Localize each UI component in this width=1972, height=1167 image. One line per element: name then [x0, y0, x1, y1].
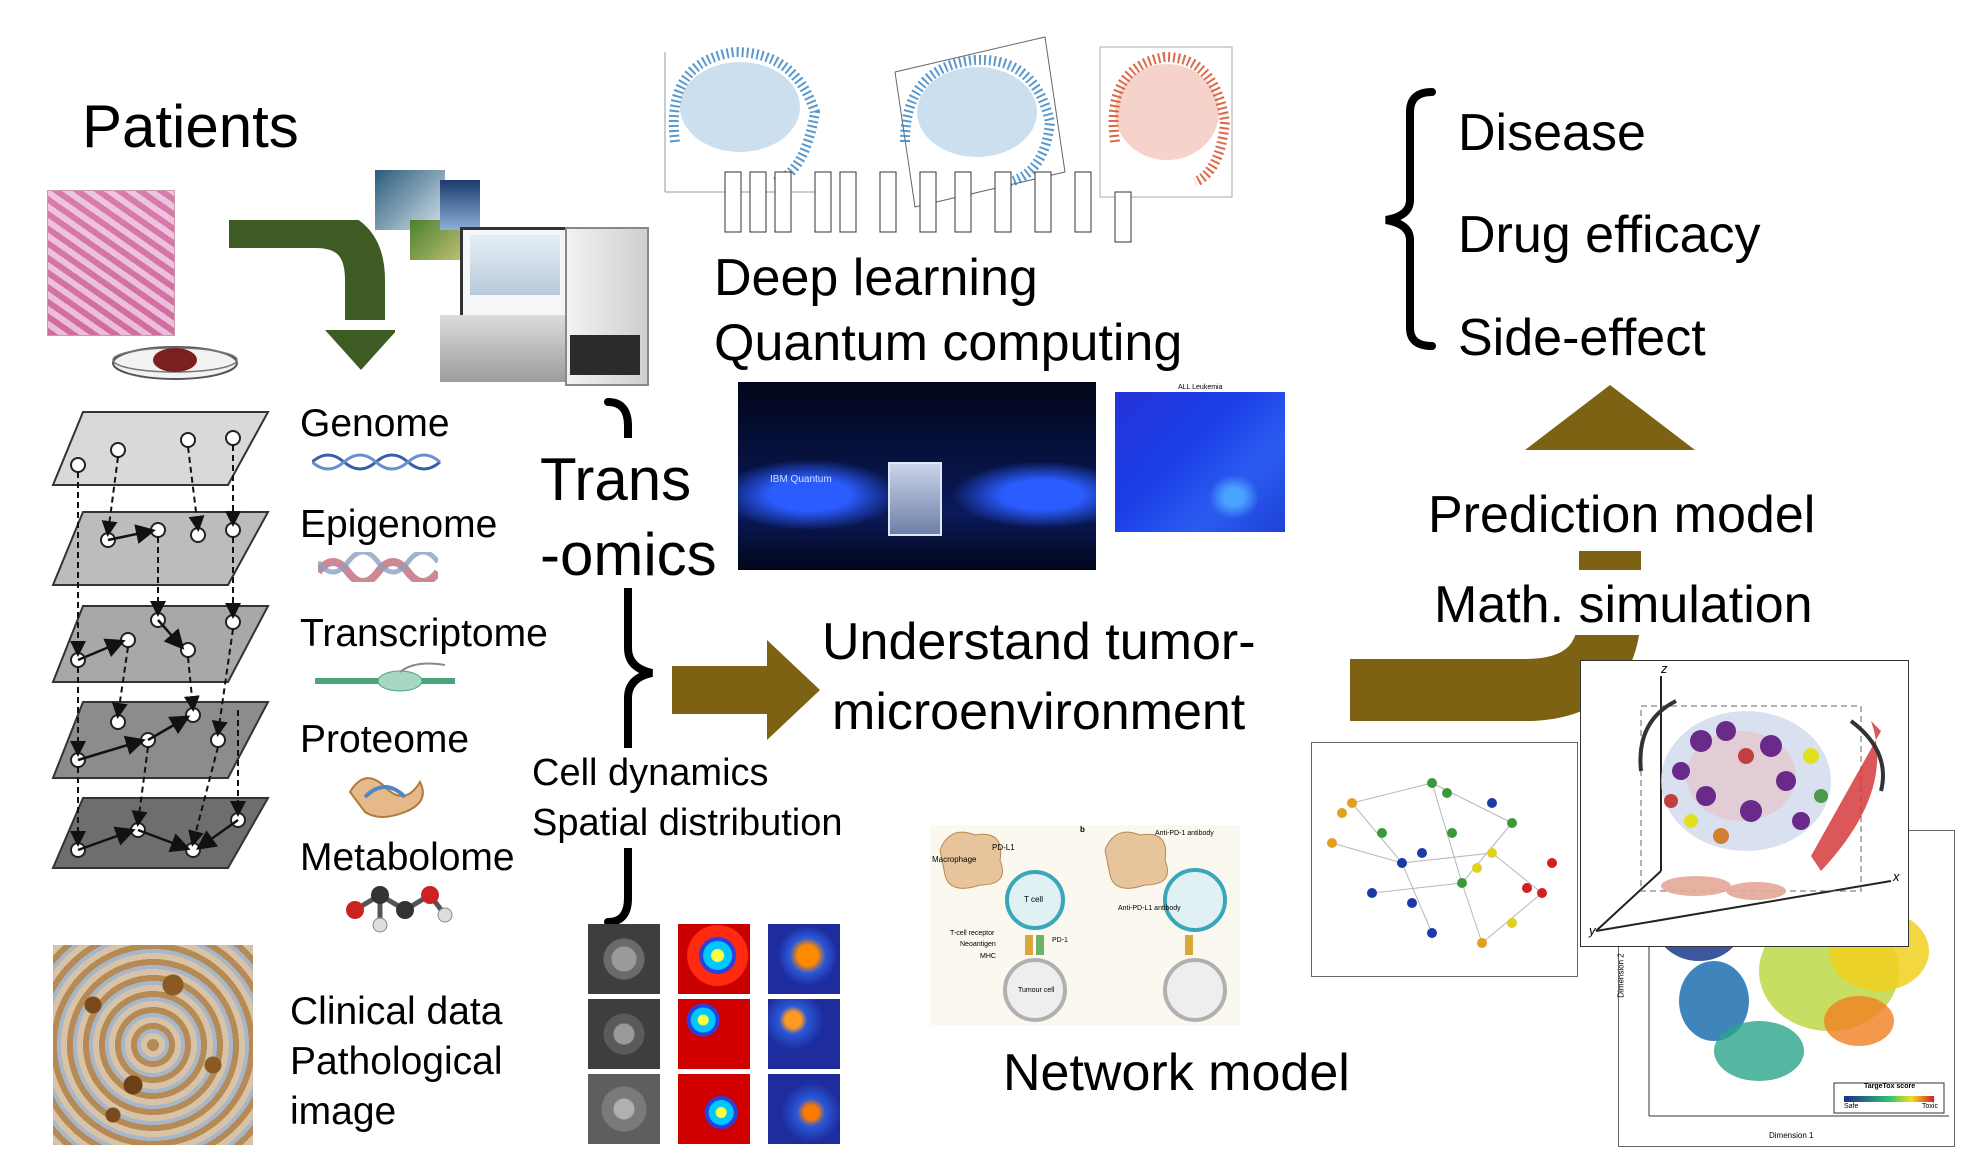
- pd1-immunology-figure: Macrophage PD-L1 T cell T-cell receptor …: [930, 825, 1240, 1025]
- olive-arrow-right: [672, 640, 820, 740]
- layer-3: [51, 605, 270, 683]
- ibm-quantum-label: IBM Quantum: [770, 474, 832, 485]
- blue-scatter-2: [894, 36, 1066, 208]
- targetox-safe: Safe: [1844, 1103, 1859, 1110]
- network-layer-boxes: [724, 171, 1132, 243]
- layer-5: [51, 797, 270, 869]
- trans-omics-brace: [604, 398, 653, 926]
- pathology-ihc-image: [53, 945, 253, 1145]
- panel-b-label: b: [1080, 825, 1085, 834]
- transcription-icon: [315, 662, 455, 692]
- pdl1-label: PD-L1: [992, 843, 1015, 852]
- molecule-icon: [346, 886, 453, 933]
- cell-image-grid: [588, 924, 843, 1144]
- anti-pd1-label: Anti-PD-1 antibody: [1155, 830, 1214, 837]
- understand-line-2: microenvironment: [832, 683, 1246, 741]
- math-simulation-label: Math. simulation: [1434, 576, 1813, 634]
- clinical-line-1: Clinical data: [290, 990, 503, 1033]
- spatial-distribution-label: Spatial distribution: [532, 802, 843, 844]
- outcome-disease: Disease: [1458, 104, 1646, 162]
- anti-pdl1-label: Anti-PD-L1 antibody: [1118, 905, 1181, 912]
- network-graph: [1327, 778, 1557, 948]
- epigenome-label: Epigenome: [300, 503, 498, 546]
- layer-4: [51, 701, 270, 779]
- pd1-label: PD-1: [1052, 937, 1068, 944]
- protein-structure-icon: [348, 777, 424, 818]
- green-curved-arrow: [229, 220, 395, 370]
- quantum-computing-label: Quantum computing: [714, 314, 1183, 372]
- ibm-quantum-photo: IBM Quantum: [738, 382, 1096, 570]
- tissue-histology-image: [47, 190, 175, 336]
- tcr-label: T-cell receptor: [950, 930, 995, 937]
- deep-learning-label: Deep learning: [714, 249, 1038, 307]
- transcriptome-label: Transcriptome: [300, 612, 548, 655]
- outcome-side-effect: Side-effect: [1458, 309, 1706, 367]
- heatmap-title: ALL Leukemia: [1178, 384, 1223, 391]
- deep-learning-scatter-panels: [664, 36, 1233, 243]
- multilayer-network-diagram: [51, 411, 270, 869]
- clinical-line-3: image: [290, 1090, 397, 1133]
- axis-y-label: y: [1589, 923, 1596, 938]
- understand-line-1: Understand tumor-: [822, 613, 1256, 671]
- macrophage-label: Macrophage: [932, 855, 977, 864]
- genome-label: Genome: [300, 402, 450, 445]
- axis-z-label: z: [1661, 661, 1668, 676]
- outcome-drug-efficacy: Drug efficacy: [1458, 206, 1761, 264]
- cell-dynamics-label: Cell dynamics: [532, 752, 769, 794]
- petri-dish-icon: [112, 346, 238, 380]
- tcell-label: T cell: [1024, 895, 1043, 904]
- math-label-bg: [1428, 570, 1908, 635]
- tumor-3d-panel: z x y: [1580, 660, 1909, 947]
- metabolome-label: Metabolome: [300, 836, 515, 879]
- patients-label: Patients: [82, 93, 299, 160]
- chromatin-icon: [318, 552, 438, 582]
- network-graph-panel: [1311, 742, 1578, 977]
- layer-2: [51, 511, 270, 586]
- layer-1: [51, 411, 270, 486]
- trans-omics-line-2: -omics: [540, 521, 717, 588]
- tumour-label: Tumour cell: [1018, 987, 1055, 994]
- outcome-brace: [1385, 88, 1436, 350]
- proteome-label: Proteome: [300, 718, 470, 761]
- cell-label-bg: [528, 748, 868, 848]
- tumor-3d-illustration: [1595, 676, 1892, 932]
- targetox-xlabel: Dimension 1: [1769, 1131, 1814, 1140]
- prediction-label-bg: [1420, 483, 1915, 551]
- network-model-label: Network model: [1003, 1044, 1350, 1102]
- blue-scatter-1: [664, 46, 821, 193]
- orange-scatter: [1099, 46, 1233, 198]
- leukemia-heatmap: [1115, 392, 1285, 532]
- trans-omics-line-1: Trans: [540, 446, 692, 513]
- prediction-model-label: Prediction model: [1428, 486, 1816, 544]
- clinical-line-2: Pathological: [290, 1040, 503, 1083]
- sequencer-image: [370, 165, 650, 390]
- neoantigen-label: Neoantigen: [960, 941, 996, 948]
- dna-helix-icon: [312, 453, 441, 471]
- targetox-toxic: Toxic: [1922, 1103, 1938, 1110]
- axis-x-label: x: [1893, 869, 1900, 884]
- targetox-legend-title: TargeTox score: [1864, 1083, 1916, 1090]
- layer-plane: [51, 411, 270, 486]
- trans-omics-label-bg: [520, 438, 750, 588]
- targetox-ylabel: Dimension 2: [1616, 953, 1626, 998]
- mhc-label: MHC: [980, 953, 996, 960]
- intra-layer-edges: [77, 524, 239, 853]
- inter-layer-edges: [70, 445, 246, 847]
